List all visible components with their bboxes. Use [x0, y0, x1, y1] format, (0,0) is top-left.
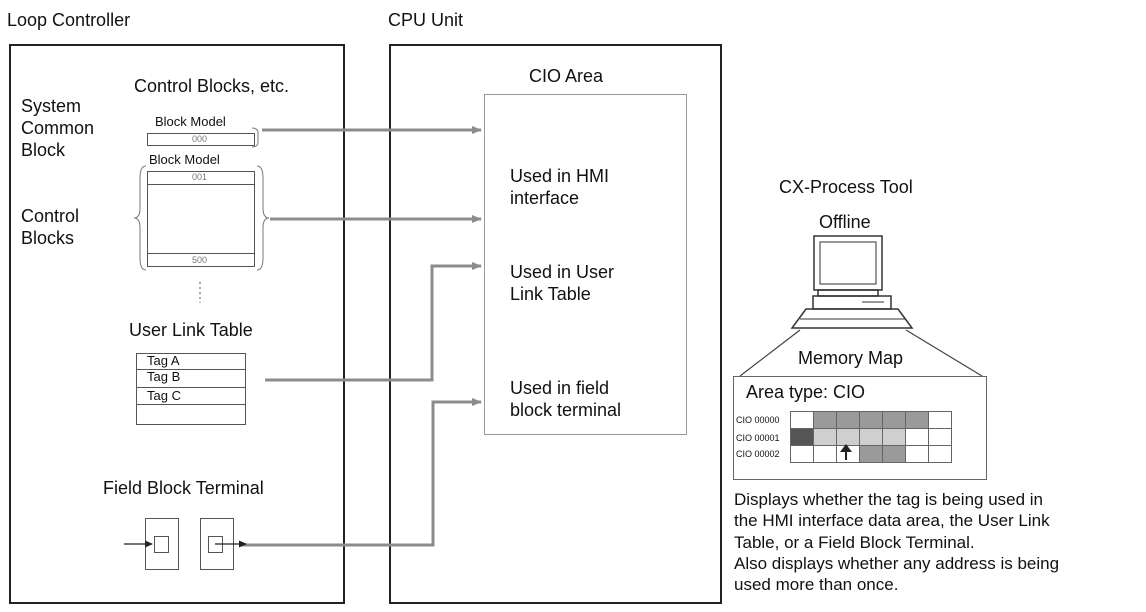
user-link-table-row: Tag A — [147, 353, 180, 368]
cio-hmi-line2: interface — [510, 188, 580, 208]
system-common-label-line2: Common — [21, 118, 95, 138]
block-model-2-bottom-number: 500 — [192, 255, 208, 265]
block-model-1-label: Block Model — [155, 114, 226, 129]
description-line: the HMI interface data area, the User Li… — [734, 511, 1050, 531]
zoom-line-left — [739, 329, 801, 377]
control-blocks-label-line1: Control — [21, 206, 80, 226]
memory-cell — [905, 411, 929, 429]
memory-cell — [813, 445, 837, 463]
cio-user-link-line2: Link Table — [510, 284, 591, 304]
memory-row-label: CIO 00002 — [736, 449, 780, 459]
field-block-terminal-title: Field Block Terminal — [103, 478, 264, 498]
memory-cell — [905, 445, 929, 463]
block-model-2-top-divider — [147, 184, 255, 185]
cio-field-block-line2: block terminal — [510, 400, 622, 420]
computer-icon — [790, 235, 914, 329]
cio-field-block-line1: Used in field — [510, 378, 610, 398]
field-terminal-input-slot — [154, 536, 169, 553]
memory-cell — [905, 428, 929, 446]
memory-map-title: Memory Map — [798, 348, 904, 368]
memory-cell — [859, 445, 883, 463]
memory-cell — [859, 411, 883, 429]
offline-label: Offline — [819, 212, 871, 232]
user-link-table-divider-2 — [137, 387, 245, 388]
cio-area-box — [484, 94, 687, 435]
control-blocks-heading: Control Blocks, etc. — [134, 76, 290, 96]
memory-cell — [928, 411, 952, 429]
memory-cell — [836, 445, 860, 463]
cio-hmi-line1: Used in HMI — [510, 166, 610, 186]
memory-cell — [928, 428, 952, 446]
field-terminal-output-slot — [208, 536, 223, 553]
memory-row-label: CIO 00000 — [736, 415, 780, 425]
description-line: Also displays whether any address is bei… — [734, 553, 1060, 573]
user-link-table-title: User Link Table — [129, 320, 253, 340]
system-common-label-line3: Block — [21, 140, 66, 160]
control-blocks-label-line2: Blocks — [21, 228, 75, 248]
block-model-2-bottom-divider — [147, 253, 255, 254]
memory-cell — [836, 428, 860, 446]
user-link-table-row: Tag B — [147, 369, 181, 384]
user-link-table-divider-3 — [137, 404, 245, 405]
user-link-table — [136, 353, 246, 425]
memory-cell — [790, 428, 814, 446]
area-type-label: Area type: CIO — [746, 382, 866, 402]
memory-cell — [882, 428, 906, 446]
zoom-line-right — [905, 329, 983, 377]
block-model-2-box — [147, 171, 255, 267]
cx-process-tool-title: CX-Process Tool — [779, 177, 913, 197]
cpu-unit-title: CPU Unit — [388, 10, 464, 30]
memory-cell — [882, 411, 906, 429]
memory-cell — [882, 445, 906, 463]
memory-cell — [813, 428, 837, 446]
block-model-2-top-number: 001 — [192, 172, 208, 182]
memory-row-label: CIO 00001 — [736, 433, 780, 443]
memory-cell — [790, 411, 814, 429]
user-link-table-divider-1 — [137, 369, 245, 370]
memory-cell — [836, 411, 860, 429]
memory-cell — [813, 411, 837, 429]
cio-user-link-line1: Used in User — [510, 262, 615, 282]
system-common-label-line1: System — [21, 96, 82, 116]
block-model-1-number: 000 — [192, 134, 208, 144]
description-line: Displays whether the tag is being used i… — [734, 490, 1044, 509]
description-line: Table, or a Field Block Terminal. — [734, 532, 975, 552]
loop-controller-title: Loop Controller — [7, 10, 131, 30]
memory-cell — [859, 428, 883, 446]
description-line: used more than once. — [734, 575, 899, 594]
cio-area-title: CIO Area — [529, 66, 604, 86]
memory-cell — [928, 445, 952, 463]
memory-map-description: Displays whether the tag is being used i… — [734, 489, 1144, 595]
block-model-2-label: Block Model — [149, 152, 220, 167]
memory-cell — [790, 445, 814, 463]
user-link-table-row: Tag C — [147, 388, 181, 403]
